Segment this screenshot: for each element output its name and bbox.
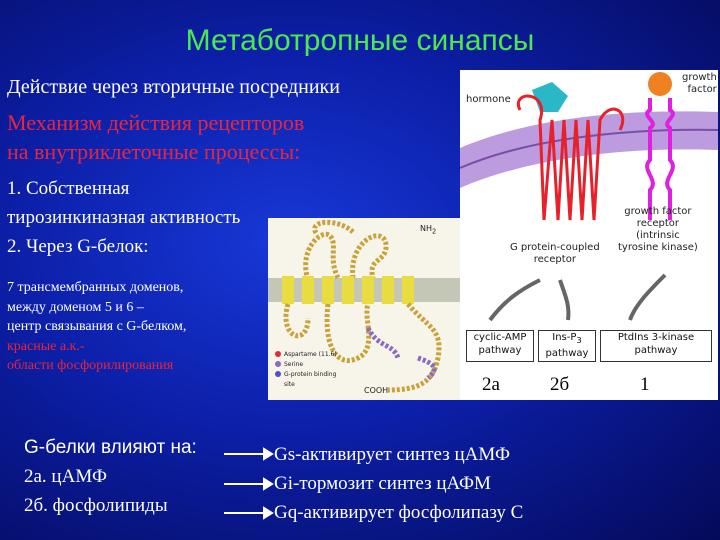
legend-gprotein-marker xyxy=(275,371,281,377)
gpcr-sequence-diagram xyxy=(268,219,460,393)
effect-gi: Gi-тормозит синтез цАФМ xyxy=(274,473,491,494)
growth-factor-shape xyxy=(648,72,672,96)
gpcr-chain xyxy=(516,94,625,221)
receptor-diagram xyxy=(459,72,719,322)
effect-gq: Gq-активирует фосфолипазу С xyxy=(274,502,524,523)
point-2: 2. Через G-белок: xyxy=(7,236,149,257)
note-line-5: области фосфорилирования xyxy=(7,358,174,373)
mechanism-points: 1. Собственная тирозинкиназная активност… xyxy=(7,174,240,261)
pathway-code-2a: 2а xyxy=(482,374,500,395)
gpcr-label: G protein-coupled receptor xyxy=(510,242,600,265)
note-line-2: между доменом 5 и 6 – xyxy=(7,299,144,315)
hormone-shape xyxy=(532,82,568,112)
serine-residues xyxy=(417,355,437,380)
gprotein-item-camp: 2а. цАМФ xyxy=(24,466,107,487)
extracellular-loop xyxy=(350,233,389,279)
heading-line-2: на внутриклеточные процессы: xyxy=(7,139,301,164)
transmembrane-helices xyxy=(282,276,414,304)
point-1-line-2: тирозинкиназная активность xyxy=(7,207,241,228)
growth-receptor-left xyxy=(645,98,655,220)
sequence-legend: Aspartame (11.6) Serine G-protein bindin… xyxy=(284,351,337,388)
receptor-pathways-figure: hormone growth factor G protein-coupled … xyxy=(459,70,719,400)
effect-gs: Gs-активирует синтез цАМФ xyxy=(274,444,510,465)
g-protein-binding-loop xyxy=(365,326,401,360)
extracellular-loop xyxy=(303,231,341,281)
growth-receptor-right xyxy=(665,98,675,220)
point-1-line-1: 1. Собственная xyxy=(7,178,130,199)
note-line-3: центр связывания с G-белком, xyxy=(7,319,187,334)
pathway-box-camp: cyclic-AMP pathway xyxy=(466,330,534,362)
pathway-box-insp3: Ins-P3 pathway xyxy=(538,330,596,362)
arrow-to-ptdins xyxy=(628,273,667,321)
growth-receptor-label: growth factor receptor (intrinsic tyrosi… xyxy=(618,206,698,253)
legend-aspartame-marker xyxy=(275,351,281,357)
gprotein-subtypes: Gs-активирует синтез цАМФ Gi-тормозит си… xyxy=(274,440,523,527)
membrane-midline xyxy=(459,128,719,169)
effect-arrows xyxy=(224,447,274,520)
arrow-to-camp xyxy=(488,278,541,322)
slide-subtitle: Действие через вторичные посредники xyxy=(7,76,340,98)
intracellular-loop xyxy=(283,303,311,339)
arrow-to-insp3 xyxy=(558,279,571,321)
nh2-label: NH2 xyxy=(420,224,437,236)
gprotein-effects-list: G-белки влияют на: 2а. цАМФ 2б. фосфолип… xyxy=(24,433,197,520)
note-line-1: 7 трансмембранных доменов, xyxy=(7,280,184,295)
gprotein-item-phospholipids: 2б. фосфолипиды xyxy=(24,495,168,516)
legend-serine-marker xyxy=(275,361,281,367)
intracellular-loop xyxy=(324,303,372,363)
n-terminus-chain xyxy=(312,219,355,235)
mechanism-heading: Механизм действия рецепторов на внутрикл… xyxy=(7,108,304,166)
hormone-label: hormone xyxy=(466,94,511,105)
slide-title: Метаботропные синапсы xyxy=(185,24,535,57)
heading-line-1: Механизм действия рецепторов xyxy=(7,110,305,135)
domain-note: 7 трансмембранных доменов, между доменом… xyxy=(7,278,186,376)
cooh-label: COOH xyxy=(364,386,389,395)
pathway-code-2b: 2б xyxy=(550,374,570,395)
gprotein-heading: G-белки влияют на: xyxy=(24,437,197,458)
note-line-4: красные а.к.- xyxy=(7,338,85,354)
c-terminus-chain xyxy=(387,302,442,393)
pathway-box-ptdins: PtdIns 3-kinase pathway xyxy=(600,330,712,362)
growth-factor-label: growth factor xyxy=(682,72,717,95)
gpcr-sequence-figure: NH2 Aspartame (11.6) Serine G-protein bi… xyxy=(268,218,460,400)
pathway-code-1: 1 xyxy=(640,374,650,395)
